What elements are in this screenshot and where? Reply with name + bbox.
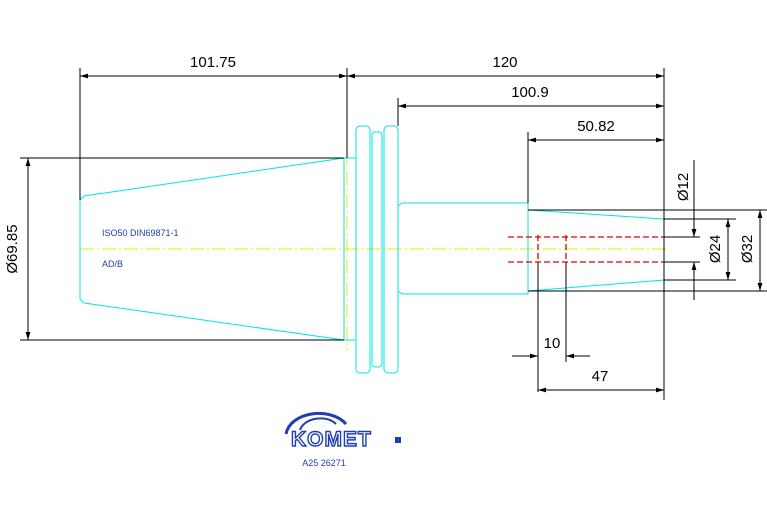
dimension-lines [20, 68, 767, 400]
komet-logo: KOMET [284, 411, 401, 452]
standard-note: ISO50 DIN69871-1 [102, 228, 179, 238]
hidden-bore [508, 235, 664, 264]
logo-arc-icon [284, 411, 348, 435]
dim-bore-length: 50.82 [577, 118, 615, 135]
logo-dot-icon [395, 437, 401, 443]
form-note: AD/B [102, 259, 123, 269]
part-number: A25 26271 [302, 458, 346, 468]
dim-shank-length: 100.9 [511, 84, 549, 101]
dim-taper-diameter: Ø69.85 [4, 224, 21, 273]
dim-overall-length: 120 [492, 54, 517, 71]
dim-groove-width: 10 [544, 335, 561, 352]
dim-bore-diameter: Ø12 [675, 173, 692, 201]
dim-stop-length: 47 [592, 368, 609, 385]
dim-outer-diameter: Ø32 [739, 235, 756, 263]
dim-flange-length: 101.75 [190, 54, 236, 71]
dim-face-diameter: Ø24 [707, 235, 724, 263]
brand-name: KOMET [291, 428, 372, 451]
